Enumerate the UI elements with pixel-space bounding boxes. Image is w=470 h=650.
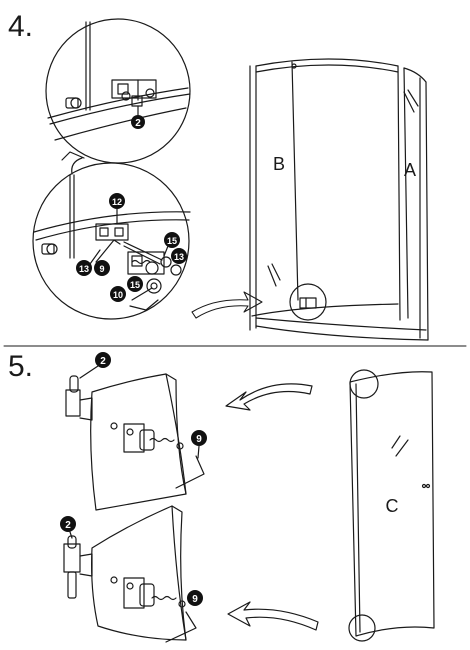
shower-enclosure [249,58,429,341]
arrow-bottom-step5 [227,601,319,631]
svg-text:9: 9 [99,264,104,274]
svg-text:13: 13 [174,252,184,262]
svg-text:13: 13 [79,264,89,274]
svg-text:15: 15 [130,280,140,290]
callout-15-bottom: 15 [127,276,143,292]
svg-text:9: 9 [196,434,202,445]
callout-9-step5-bottom: 9 [187,590,203,606]
callout-10: 10 [110,286,126,302]
svg-text:15: 15 [167,236,177,246]
svg-text:2: 2 [135,118,141,129]
svg-text:10: 10 [113,290,123,300]
panel-label-c: C [386,496,399,516]
callout-9-step5-top: 9 [191,430,207,459]
callout-2-step5-top: 2 [79,352,111,379]
svg-text:2: 2 [100,356,106,367]
hinge-detail-top [65,373,205,511]
zoom-detail-bottom [32,162,191,320]
transition-arrow [61,151,85,175]
callout-13-right: 13 [171,248,187,264]
callout-2-step5-bottom: 2 [60,516,76,539]
callout-15-top: 15 [163,232,180,257]
callout-9-step4: 9 [94,260,110,276]
panel-label-b: B [273,154,285,174]
step-4-number: 4. [8,10,34,43]
svg-text:2: 2 [65,520,71,531]
callout-12: 12 [109,193,125,225]
arrow-top-step5 [225,383,313,411]
zoom-detail-top [45,18,191,164]
hinge-detail-bottom [63,505,197,643]
door-panel-c [348,369,435,642]
callout-13-left: 13 [76,249,101,276]
svg-text:12: 12 [112,197,122,207]
step-5-number: 5. [8,350,34,383]
svg-text:9: 9 [192,594,198,605]
callout-2-top: 2 [131,105,145,129]
arrow-to-enclosure [191,291,263,319]
panel-label-a: A [404,160,416,180]
